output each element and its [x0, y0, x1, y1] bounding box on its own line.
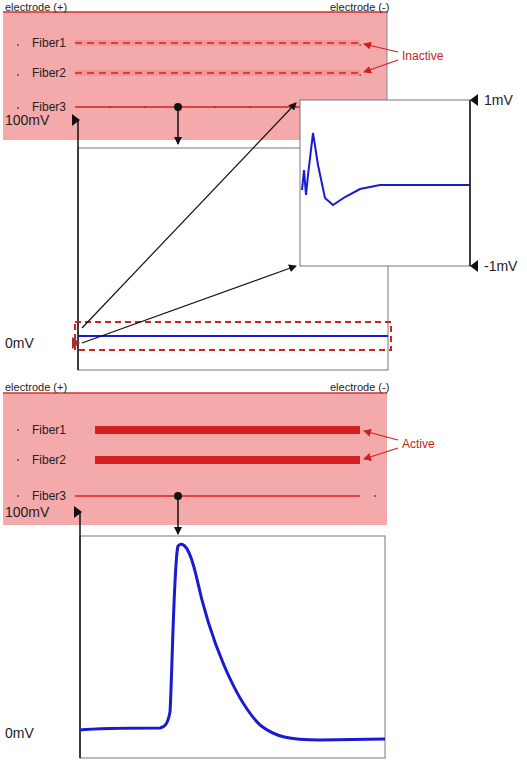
- axis-label: 100mV: [5, 505, 49, 520]
- fiber-label: Fiber1: [32, 424, 66, 437]
- electrode-label: electrode (-): [330, 1, 389, 13]
- fiber-label: Fiber2: [32, 67, 66, 80]
- fiber-label: Fiber3: [32, 490, 66, 503]
- fiber-label: Fiber1: [32, 37, 66, 50]
- axis-label: 1mV: [484, 93, 513, 108]
- axis-label: 0mV: [5, 336, 34, 351]
- electrode-label: electrode (+): [5, 381, 67, 393]
- electrode-label: electrode (+): [5, 1, 67, 13]
- axis-label: -1mV: [484, 259, 517, 274]
- state-label: Active: [402, 438, 435, 451]
- fiber-label: Fiber2: [32, 454, 66, 467]
- axis-label: 0mV: [5, 726, 34, 741]
- state-label: Inactive: [402, 50, 443, 63]
- axis-label: 100mV: [5, 113, 49, 128]
- electrode-label: electrode (-): [330, 381, 389, 393]
